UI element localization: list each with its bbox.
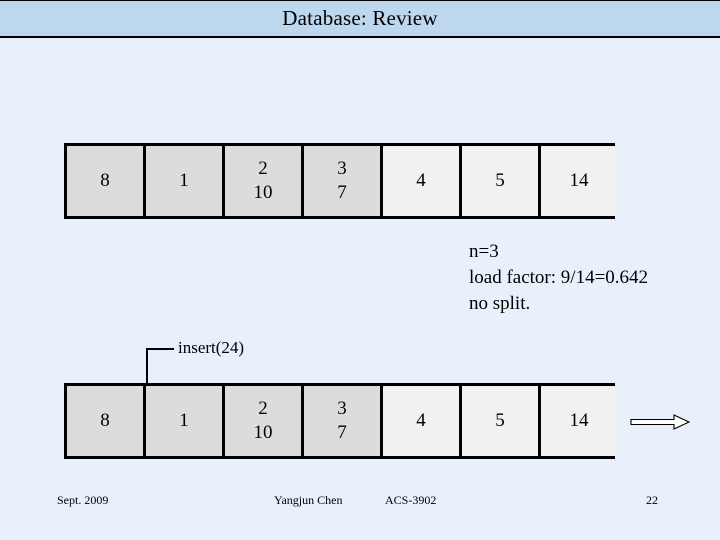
bucket-value: 7: [337, 422, 347, 443]
bucket-cell: 14: [541, 386, 617, 456]
bucket-value: 8: [100, 409, 110, 431]
bucket-cell: 5: [462, 146, 538, 216]
bucket-value: 4: [416, 169, 426, 191]
note-line-load-factor: load factor: 9/14=0.642: [469, 266, 649, 288]
bucket-cell: 1: [146, 146, 222, 216]
bucket-value: 3: [337, 397, 347, 419]
bucket-value: 14: [569, 409, 589, 431]
bucket-cell: 8: [67, 386, 143, 456]
note-line-n: n=3: [469, 241, 499, 262]
bucket-value: 2: [258, 157, 268, 179]
bucket-value: 7: [337, 182, 347, 203]
bucket-cell: 4: [383, 146, 459, 216]
notes-block: n=3 load factor: 9/14=0.642 no split.: [469, 239, 648, 316]
bucket-value: 10: [253, 182, 273, 203]
page-title: Database: Review: [282, 6, 438, 30]
bucket-value: 8: [100, 169, 110, 191]
callout-leader-line: [146, 348, 174, 350]
next-step-arrow-icon: [630, 410, 691, 434]
bucket-value: 1: [179, 409, 189, 431]
footer-author: Yangjun Chen: [274, 493, 343, 507]
footer-date: Sept. 2009: [57, 493, 109, 507]
bucket-cell: 14: [541, 146, 617, 216]
slide-title-bar: Database: Review: [0, 0, 720, 38]
note-line-no-split: no split.: [469, 292, 531, 314]
bucket-value: 10: [253, 422, 273, 443]
bucket-value: 14: [569, 169, 589, 191]
bucket-value: 1: [179, 169, 189, 191]
footer-course: ACS-3902: [385, 493, 437, 507]
footer-page-number: 22: [646, 493, 658, 507]
bucket-value: 4: [416, 409, 426, 431]
bucket-cell: 8: [67, 146, 143, 216]
bucket-value: 5: [495, 169, 505, 191]
bucket-cell: 5: [462, 386, 538, 456]
insert-callout-label: insert(24): [178, 338, 245, 357]
slide-footer: Sept. 2009 Yangjun Chen ACS-3902 22: [0, 494, 720, 518]
bucket-cell: 4: [383, 386, 459, 456]
bucket-value: 2: [258, 397, 268, 419]
bucket-cell: 1: [146, 386, 222, 456]
bucket-value: 5: [495, 409, 505, 431]
bucket-value: 3: [337, 157, 347, 179]
